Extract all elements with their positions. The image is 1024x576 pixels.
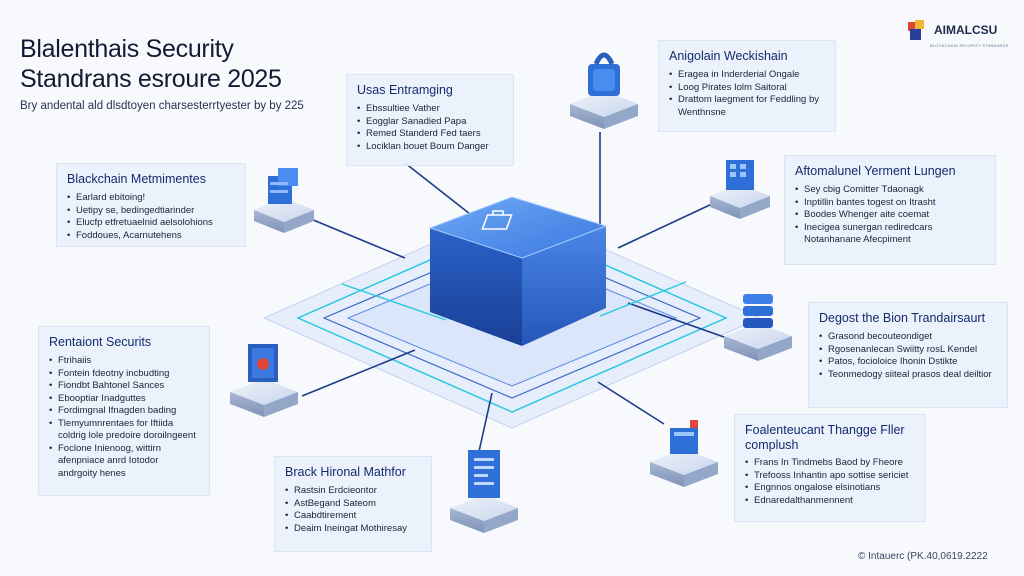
building-icon: [726, 160, 754, 190]
card-item: Caabdtirement: [285, 510, 421, 523]
card-blackchain-metmimentes: Blackchain Metmimentes Earlard ebitoing!…: [56, 163, 246, 247]
card-item: Engnnos ongalose elsinotians: [745, 482, 915, 495]
node-left-upper: [254, 168, 314, 233]
card-item: Deaim Ineingat Mothiresay: [285, 523, 421, 536]
card-title: Degost the Bion Trandairsaurt: [819, 311, 986, 325]
card-item: Earlard ebitoing!: [67, 192, 235, 205]
node-right-middle: [724, 294, 792, 361]
node-right-upper: [710, 160, 770, 219]
card-uses-entramging: Usas Entramging Ebssultiee Vather Eoggla…: [346, 74, 514, 166]
card-item: Elucfp etfretuaelnid aelsolohions: [67, 217, 235, 230]
brand: AIMALCSU: [906, 18, 1018, 42]
card-item: Loog Pirates Iolm Saitoral: [669, 82, 825, 95]
card-aftomalunel-yerment: Aftomalunel Yerment Lungen Sey cbig Comi…: [784, 155, 996, 265]
node-bottom-center: [450, 450, 518, 533]
card-item: Lociklan bouet Boum Danger: [357, 141, 503, 154]
card-item: Eogglar Sanadied Papa: [357, 116, 503, 129]
card-title: Aftomalunel Yerment Lungen: [795, 164, 956, 178]
title-line-1: Blalenthais Security: [20, 35, 234, 63]
card-item: Fiondbt Bahtonel Sances: [49, 380, 199, 393]
card-item: Ebssultiee Vather: [357, 103, 503, 116]
card-item: Grasond becouteondiget: [819, 331, 997, 344]
card-item: Rgosenanlecan Swiitty rosL Kendel: [819, 344, 997, 357]
card-rentaiont-securits: Rentaiont Securits Ftrihaiis Fontein fde…: [38, 326, 210, 496]
card-item: Tlemyumnrentaes for Iftiida coldrig lole…: [49, 418, 199, 443]
connection-lines-cyan: [341, 281, 687, 321]
card-title: Usas Entramging: [357, 83, 453, 97]
server-stack-icon: [268, 168, 298, 204]
brand-tagline: BLOCKCHAIN SECURITY STANDARDS: [930, 43, 1009, 48]
card-item: AstBegand Sateom: [285, 498, 421, 511]
card-item: Rastsin Erdcieontor: [285, 485, 421, 498]
card-back-hironal: Brack Hironal Mathfor Rastsin Erdcieonto…: [274, 456, 432, 552]
card-degost-bion: Degost the Bion Trandairsaurt Grasond be…: [808, 302, 1008, 408]
card-item: Sey cbig Comitter Tdaonagk: [795, 184, 985, 197]
node-right-lower: [650, 420, 718, 487]
card-item: Ftrihaiis: [49, 355, 199, 368]
card-item: Fontein fdeotny incbudting: [49, 368, 199, 381]
card-foalenteucant: Foalenteucant Thangge Fller complush Fra…: [734, 414, 926, 522]
card-item: Inptillin bantes togest on Itrasht: [795, 197, 985, 210]
card-title: Brack Hironal Mathfor: [285, 465, 406, 479]
connection-lines: [293, 132, 739, 457]
card-item: Foddoues, Acarnutehens: [67, 230, 235, 243]
central-cube: [428, 196, 608, 346]
card-item: Trefooss Inhantin apo sottise sericiet: [745, 470, 915, 483]
title-line-2: Standrans esroure 2025: [20, 65, 282, 93]
node-top-center: [570, 52, 638, 129]
card-title-line-1: Foalenteucant Thangge Fller: [745, 423, 905, 437]
footer-copyright: © Intauerc (PK.40,0619.2222: [858, 551, 988, 562]
card-item: Remed Standerd Fed taers: [357, 128, 503, 141]
card-title: Anigolain Weckishain: [669, 49, 788, 63]
lock-icon: [481, 210, 513, 230]
card-item: Frans In Tindmebs Baod by Fheore: [745, 457, 915, 470]
card-item: Ebooptiar Inadguttes: [49, 393, 199, 406]
shield-chip-icon: [248, 344, 278, 382]
card-item: Inecigea sunergan rediredcars Notanhanan…: [795, 222, 985, 247]
document-icon: [468, 450, 500, 498]
padlock-icon: [588, 52, 620, 96]
card-title: Rentaiont Securits: [49, 335, 152, 349]
card-item: Teonmedogy siiteal prasos deal deiltior: [819, 369, 997, 382]
card-title: Blackchain Metmimentes: [67, 172, 206, 186]
card-item: Ednaredalthanmennent: [745, 495, 915, 508]
card-item: Uetipy se, bedingedtiarinder: [67, 205, 235, 218]
card-item: Fordimgnal Ifnagden bading: [49, 405, 199, 418]
card-item: Drattom laegment for Feddling by Wenthns…: [669, 94, 825, 119]
card-item: Eragea in Inderderial Ongale: [669, 69, 825, 82]
node-left-lower: [230, 344, 298, 417]
page-subtitle: Bry andental ald dlsdtoyen charsesterrty…: [20, 100, 304, 112]
card-item: Foclone Inienoog, wittirn afenpniace anr…: [49, 443, 199, 481]
brand-name: AIMALCSU: [934, 23, 998, 37]
card-title-line-2: complush: [745, 438, 799, 452]
card-anigolain-weckishain: Anigolain Weckishain Eragea in Inderderi…: [658, 40, 836, 132]
brand-logo-icon: [908, 20, 924, 40]
page-title: Blalenthais Security Standrans esroure 2…: [20, 34, 440, 94]
card-title: Foalenteucant Thangge Fller complush: [745, 423, 915, 453]
database-icon: [743, 294, 773, 328]
card-item: Patos, focioloice Ihonin Dstikte: [819, 356, 997, 369]
alert-device-icon: [670, 420, 698, 454]
card-item: Boodes Whenger aite coemat: [795, 209, 985, 222]
